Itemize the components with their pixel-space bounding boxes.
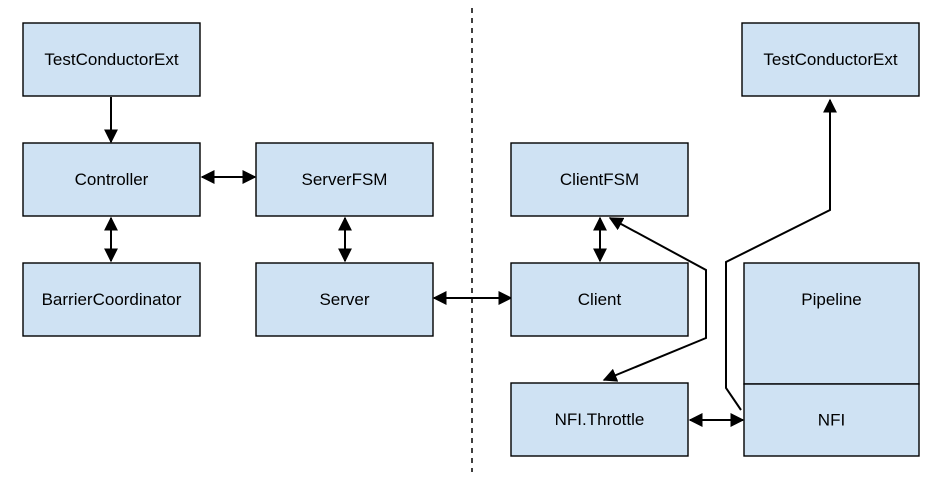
node-nfi-throttle: NFI.Throttle — [510, 382, 689, 457]
node-label: Server — [319, 290, 369, 309]
node-label: Controller — [75, 170, 149, 189]
node-label: Client — [578, 290, 622, 309]
node-serverfsm: ServerFSM — [255, 142, 434, 217]
node-client: Client — [510, 262, 689, 337]
node-label: ServerFSM — [302, 170, 388, 189]
node-label: NFI — [818, 411, 845, 430]
node-pipeline: Pipeline — [743, 262, 920, 385]
node-label: BarrierCoordinator — [42, 290, 182, 309]
node-label: TestConductorExt — [44, 50, 178, 69]
node-testconductorext-left: TestConductorExt — [22, 22, 201, 97]
node-nfi: NFI — [743, 383, 920, 457]
node-server: Server — [255, 262, 434, 337]
node-label: NFI.Throttle — [555, 410, 645, 429]
edges — [104, 97, 837, 427]
node-clientfsm: ClientFSM — [510, 142, 689, 217]
node-label: ClientFSM — [560, 170, 639, 189]
edge-nfi-testconductorext — [725, 98, 837, 411]
node-barriercoordinator: BarrierCoordinator — [22, 262, 201, 337]
node-controller: Controller — [22, 142, 201, 217]
node-label: Pipeline — [801, 290, 862, 309]
node-label: TestConductorExt — [763, 50, 897, 69]
edge-clientfsm-nfithrottle — [602, 217, 707, 382]
node-testconductorext-right: TestConductorExt — [741, 22, 920, 97]
